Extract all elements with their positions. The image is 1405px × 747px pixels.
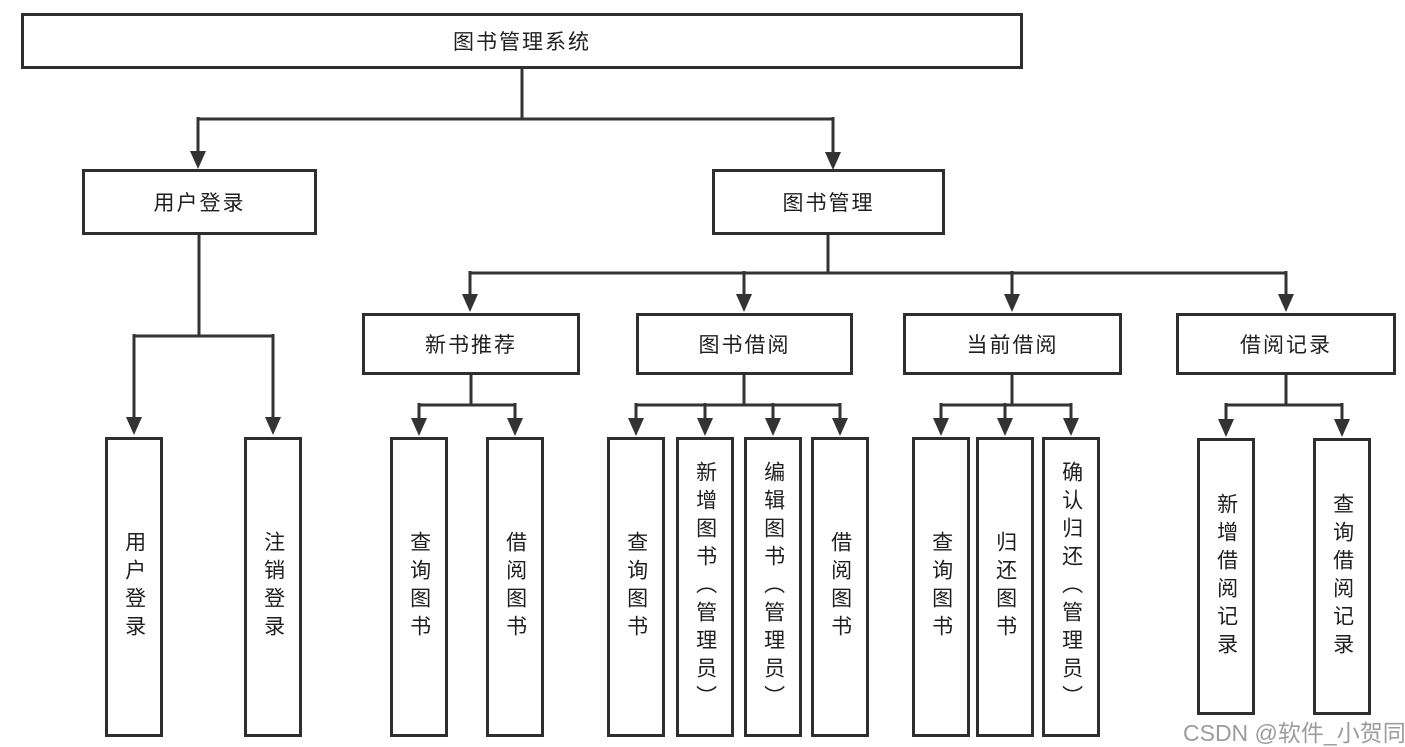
leaf-add-book-admin: 新增图书（管理员）	[676, 437, 734, 737]
node-book-management: 图书管理	[712, 169, 945, 235]
leaf-logout: 注销登录	[244, 437, 302, 737]
leaf-return-book: 归还图书	[976, 437, 1034, 737]
leaf-confirm-return-admin-label: 确认归还（管理员）	[1059, 461, 1083, 713]
node-root: 图书管理系统	[21, 13, 1023, 69]
node-user-login: 用户登录	[82, 169, 317, 235]
leaf-query-book-recommend-label: 查询图书	[407, 531, 431, 643]
leaf-logout-label: 注销登录	[261, 531, 285, 643]
leaf-return-book-label: 归还图书	[993, 531, 1017, 643]
leaf-confirm-return-admin: 确认归还（管理员）	[1042, 437, 1100, 737]
watermark: CSDN @软件_小贺同学	[1183, 720, 1405, 746]
node-borrow-record: 借阅记录	[1176, 313, 1396, 375]
leaf-borrow-book-recommend: 借阅图书	[486, 437, 544, 737]
node-current-borrow-label: 当前借阅	[966, 334, 1059, 357]
leaf-edit-book-admin-label: 编辑图书（管理员）	[761, 461, 785, 713]
node-current-borrow: 当前借阅	[903, 313, 1122, 375]
leaf-query-book-current-label: 查询图书	[929, 531, 953, 643]
leaf-query-book-current: 查询图书	[912, 437, 970, 737]
leaf-query-book-borrow: 查询图书	[607, 437, 665, 737]
node-borrow-record-label: 借阅记录	[1240, 334, 1332, 357]
leaf-user-login-label: 用户登录	[122, 531, 146, 643]
leaf-add-borrow-record: 新增借阅记录	[1197, 438, 1255, 715]
leaf-query-borrow-record-label: 查询借阅记录	[1330, 492, 1354, 661]
node-book-management-label: 图书管理	[782, 192, 875, 215]
leaf-borrow-book: 借阅图书	[811, 437, 869, 737]
leaf-borrow-book-label: 借阅图书	[828, 531, 852, 643]
node-user-login-label: 用户登录	[153, 192, 246, 215]
node-new-book-recommend-label: 新书推荐	[425, 334, 517, 357]
leaf-add-borrow-record-label: 新增借阅记录	[1214, 492, 1238, 661]
leaf-borrow-book-recommend-label: 借阅图书	[503, 531, 527, 643]
leaf-query-borrow-record: 查询借阅记录	[1313, 438, 1371, 715]
node-root-label: 图书管理系统	[453, 31, 591, 54]
leaf-add-book-admin-label: 新增图书（管理员）	[693, 461, 717, 713]
leaf-query-book-borrow-label: 查询图书	[624, 531, 648, 643]
leaf-query-book-recommend: 查询图书	[390, 437, 448, 737]
leaf-user-login: 用户登录	[105, 437, 163, 737]
node-new-book-recommend: 新书推荐	[362, 313, 580, 375]
leaf-edit-book-admin: 编辑图书（管理员）	[744, 437, 802, 737]
node-book-borrow-label: 图书借阅	[698, 334, 791, 357]
node-book-borrow: 图书借阅	[636, 313, 853, 375]
